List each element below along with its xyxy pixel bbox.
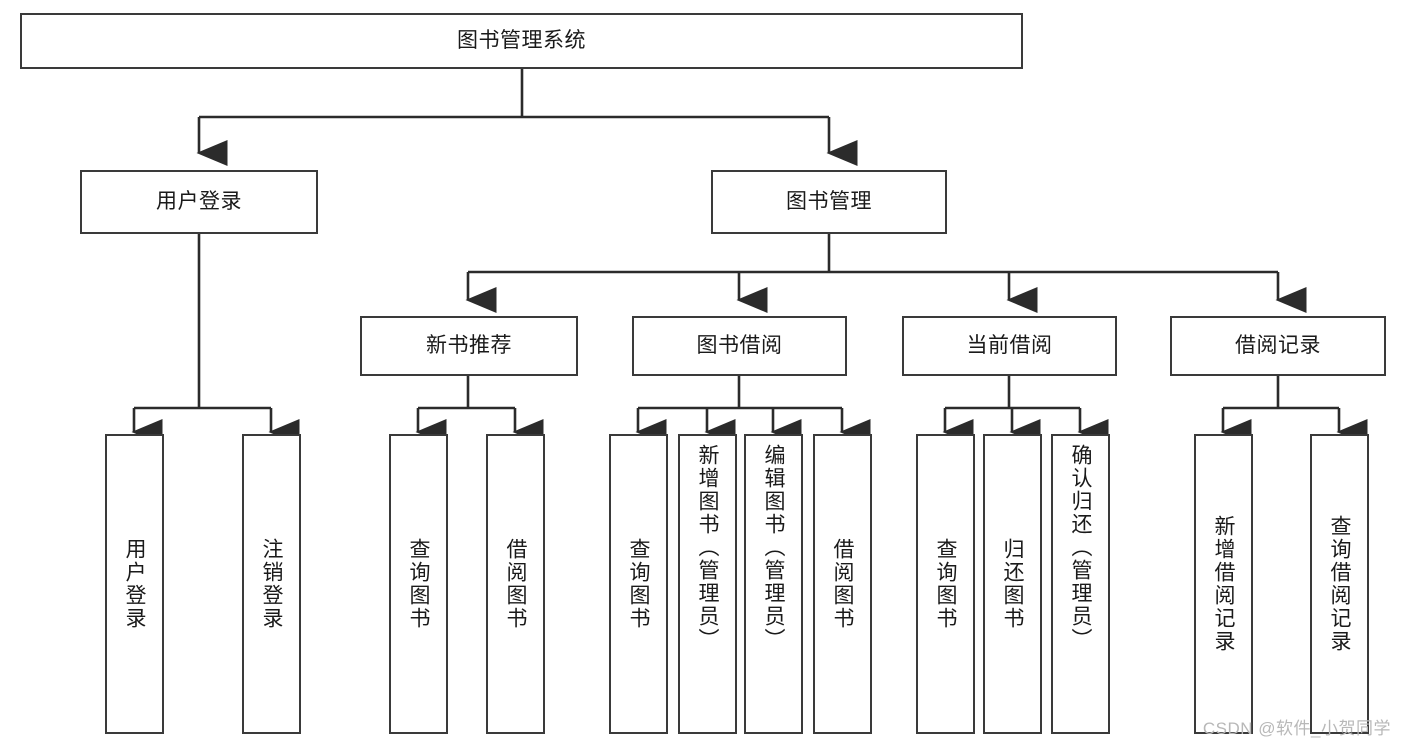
node-root-label: 图书管理系统: [457, 28, 586, 52]
node-book-manage-label: 图书管理: [786, 189, 872, 213]
node-leaf-add-record[interactable]: 新增借阅记录: [1194, 434, 1253, 734]
node-borrow-record[interactable]: 借阅记录: [1170, 316, 1386, 376]
node-leaf-query-record[interactable]: 查询借阅记录: [1310, 434, 1369, 734]
node-leaf-query-book-1-label: 查询图书: [407, 538, 430, 630]
node-leaf-return-book-label: 归还图书: [1001, 538, 1024, 630]
node-leaf-query-book-2[interactable]: 查询图书: [609, 434, 668, 734]
node-user-login-label: 用户登录: [156, 189, 242, 213]
node-borrow-record-label: 借阅记录: [1235, 333, 1321, 357]
node-current-borrow[interactable]: 当前借阅: [902, 316, 1117, 376]
node-leaf-add-book[interactable]: 新增图书（管理员）: [678, 434, 737, 734]
node-current-borrow-label: 当前借阅: [966, 333, 1053, 357]
node-root[interactable]: 图书管理系统: [20, 13, 1023, 69]
node-book-manage[interactable]: 图书管理: [711, 170, 947, 234]
node-user-login[interactable]: 用户登录: [80, 170, 318, 234]
node-leaf-query-book-3-label: 查询图书: [934, 538, 957, 630]
node-leaf-borrow-book-1-label: 借阅图书: [504, 538, 527, 630]
node-leaf-borrow-book-2[interactable]: 借阅图书: [813, 434, 872, 734]
node-leaf-confirm-return-label: 确认归还（管理员）: [1069, 444, 1092, 651]
node-new-book-recommend-label: 新书推荐: [426, 333, 512, 357]
node-leaf-add-book-label: 新增图书（管理员）: [696, 444, 719, 651]
node-new-book-recommend[interactable]: 新书推荐: [360, 316, 578, 376]
node-leaf-add-record-label: 新增借阅记录: [1212, 515, 1235, 653]
node-leaf-return-book[interactable]: 归还图书: [983, 434, 1042, 734]
node-leaf-edit-book[interactable]: 编辑图书（管理员）: [744, 434, 803, 734]
node-leaf-confirm-return[interactable]: 确认归还（管理员）: [1051, 434, 1110, 734]
node-leaf-logout-login-label: 注销登录: [260, 538, 283, 630]
node-leaf-query-book-1[interactable]: 查询图书: [389, 434, 448, 734]
node-leaf-user-login-label: 用户登录: [123, 538, 146, 630]
node-book-borrow-label: 图书借阅: [696, 333, 783, 357]
node-book-borrow[interactable]: 图书借阅: [632, 316, 847, 376]
node-leaf-query-record-label: 查询借阅记录: [1328, 515, 1351, 653]
node-leaf-borrow-book-2-label: 借阅图书: [831, 538, 854, 630]
node-leaf-query-book-3[interactable]: 查询图书: [916, 434, 975, 734]
node-leaf-user-login[interactable]: 用户登录: [105, 434, 164, 734]
node-leaf-borrow-book-1[interactable]: 借阅图书: [486, 434, 545, 734]
csdn-watermark: CSDN @软件_小贺同学: [1202, 719, 1391, 738]
node-leaf-logout-login[interactable]: 注销登录: [242, 434, 301, 734]
node-leaf-edit-book-label: 编辑图书（管理员）: [762, 444, 785, 651]
node-leaf-query-book-2-label: 查询图书: [627, 538, 650, 630]
